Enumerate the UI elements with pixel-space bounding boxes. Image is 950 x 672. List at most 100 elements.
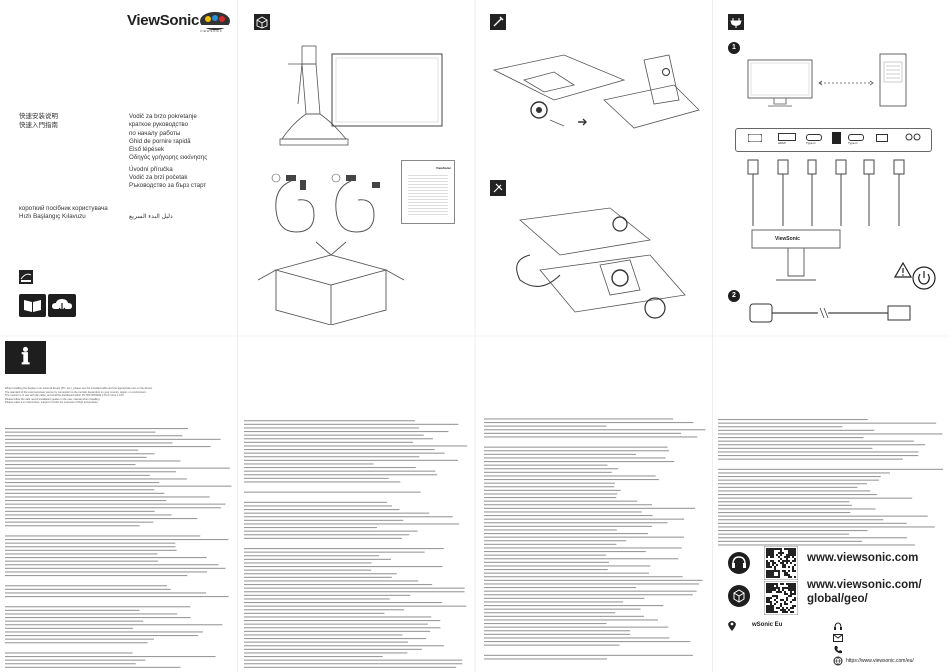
text-line [5,564,219,566]
text-line [244,602,442,604]
cloud-download-icon [48,294,76,317]
text-line [244,627,441,629]
text-line [484,608,641,610]
geo-url-line-2: global/geo/ [807,593,868,605]
text-line [5,478,187,480]
language-title: Vodič za brzo pokretanje [129,113,197,120]
text-line [484,551,646,553]
text-line [244,501,388,503]
monitor-brand-label: ViewSonic [775,236,800,242]
text-line [244,548,444,550]
support-headset-icon [728,552,750,574]
language-title: Úvodní příručka [129,165,173,173]
language-title: 快速入門指南 [19,121,58,129]
text-line [244,423,459,425]
text-line [484,461,675,463]
typec-port-2 [848,134,864,141]
text-line [718,426,843,428]
text-line [484,590,697,592]
warning-icon [894,262,912,278]
port-panel [735,128,932,152]
text-line [5,631,203,633]
typec-label: Type-C [806,141,816,145]
location-pin-icon [728,621,736,631]
text-line [484,511,642,513]
text-line [5,514,172,516]
text-line [5,446,211,448]
text-line [5,549,177,551]
text-line [718,544,915,546]
text-line [484,572,649,574]
text-line [484,479,659,481]
text-line [5,575,188,577]
language-title: Ghid de pornire rapidă [129,137,191,145]
text-line [484,515,653,517]
text-line [5,456,147,458]
text-line [718,508,876,510]
text-line [718,433,943,435]
text-line [5,453,155,455]
text-line [718,512,851,514]
text-line [718,526,935,528]
text-line [244,666,457,668]
text-line [718,530,868,532]
booklet-brand: ViewSonic [436,166,451,170]
text-line [5,546,176,548]
support-box-icon [728,585,750,607]
text-line [244,519,404,521]
text-line [244,566,443,568]
text-line [484,471,612,473]
monitor-back-illustration [751,229,841,281]
text-line [5,489,155,491]
text-line [484,518,685,520]
text-line [5,500,167,502]
text-line [244,530,418,532]
text-line [244,445,468,447]
text-line [718,451,919,453]
manual-book-icon [19,294,46,317]
text-line [484,436,698,438]
step-badge-2: 2 [728,290,740,302]
text-line [718,519,884,521]
audio-port-icon [905,133,921,141]
connector-cables [747,159,905,226]
website-url[interactable]: www.viewsonic.com [807,552,919,564]
text-line [244,481,401,483]
text-line [5,525,140,527]
text-line [484,533,648,535]
safety-text-block: When installing the display in an extern… [5,387,235,405]
text-line [244,598,390,600]
text-line [244,459,459,461]
text-line [484,565,651,567]
text-line [5,588,171,590]
text-line [244,534,410,536]
geo-url[interactable]: www.viewsonic.com/ global/geo/ [807,578,922,606]
qr-code-1 [764,546,798,580]
text-line [244,452,445,454]
power-port-icon [748,134,762,142]
support-url[interactable]: https://www.viewsonic.com/eu/ [846,658,914,664]
text-line [244,505,392,507]
text-line [484,493,618,495]
text-line [484,529,617,531]
qr-code-2 [764,581,798,615]
text-line [5,585,168,587]
text-line [5,507,222,509]
text-line [718,458,903,460]
monitor-front-illustration [747,59,813,107]
text-line [484,612,616,614]
text-line [484,536,685,538]
globe-icon [833,656,843,666]
text-line [244,656,383,658]
text-line [484,569,608,571]
text-line [718,501,850,503]
language-title: 快速安装说明 [19,113,58,120]
phone-icon [834,646,842,654]
tools-icon [490,180,506,196]
text-line [244,555,379,557]
text-line [244,477,389,479]
text-line [244,594,411,596]
text-line [244,434,424,436]
text-line [5,624,223,626]
